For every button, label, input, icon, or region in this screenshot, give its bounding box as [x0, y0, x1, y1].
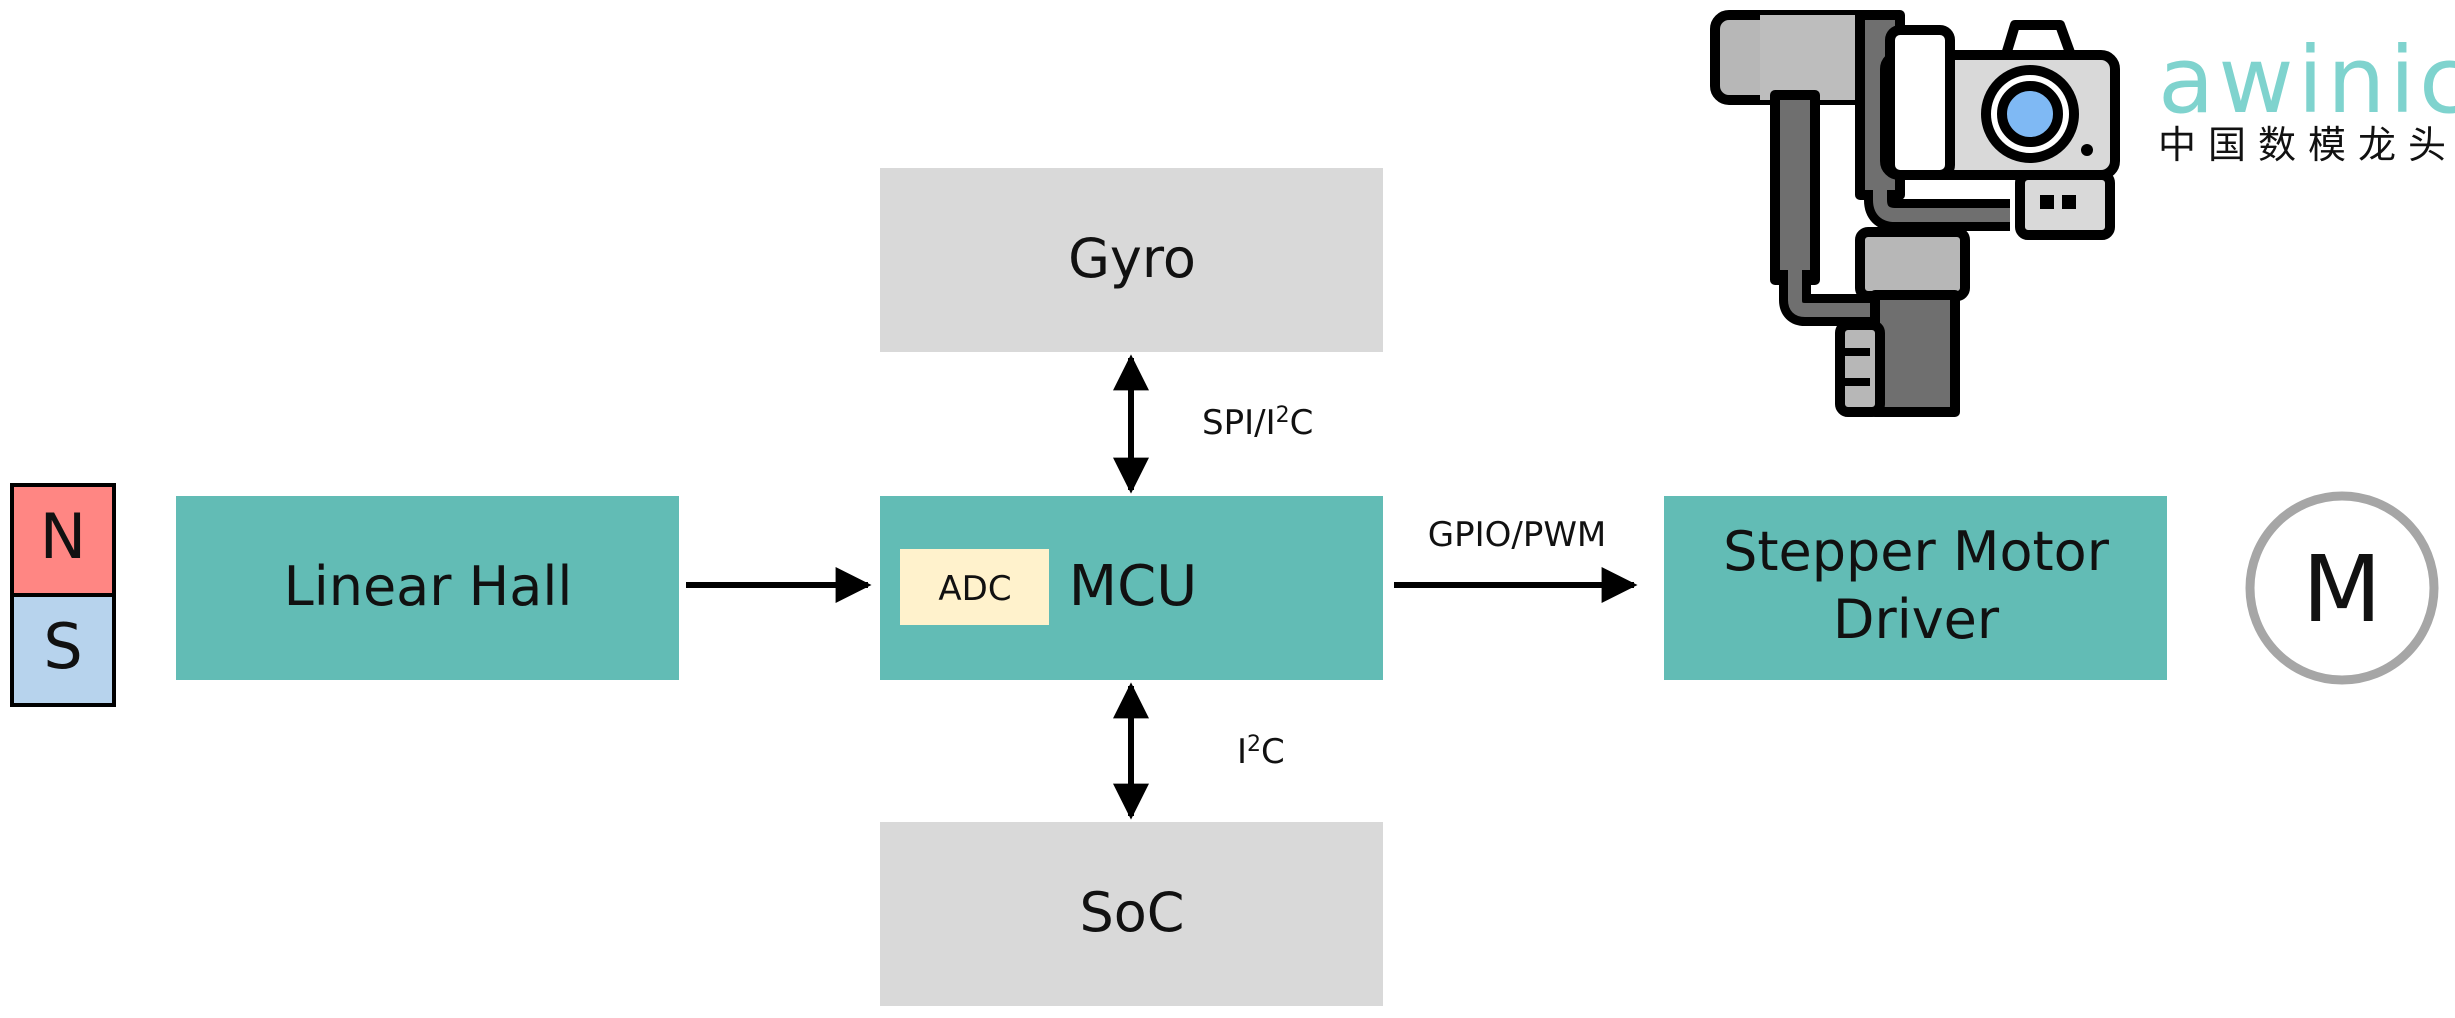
- gimbal-handle: [1870, 290, 1960, 417]
- camera-lens: [1997, 81, 2063, 147]
- motor-symbol: M: [2245, 491, 2439, 685]
- stepper-motor-driver-label-line1: Stepper Motor: [1723, 520, 2110, 583]
- label-gpio-pwm: GPIO/PWM: [1428, 515, 1607, 555]
- magnet-north-label: N: [40, 500, 86, 573]
- label-i2c-suffix: C: [1261, 732, 1285, 772]
- label-spi-i2c: SPI/I2C: [1202, 403, 1313, 443]
- camera-indicator: [2081, 144, 2093, 156]
- label-i2c: I2C: [1237, 732, 1285, 772]
- gyro-block: Gyro: [880, 168, 1383, 352]
- magnet-south-label: S: [43, 610, 82, 683]
- stepper-motor-driver-label-line2: Driver: [1833, 588, 2000, 651]
- logo-brand: awinic: [2158, 27, 2455, 134]
- motor-label: M: [2302, 536, 2381, 643]
- magnet-south-pole: [10, 593, 116, 707]
- label-spi-i2c-superscript: 2: [1276, 403, 1290, 428]
- motor-ring: [2245, 491, 2439, 685]
- gimbal-handle-buttons: [1835, 320, 1885, 417]
- logo-tagline: 中国数模龙头: [2158, 123, 2455, 167]
- soc-label: SoC: [1079, 881, 1184, 944]
- mcu-label: MCU: [1069, 554, 1197, 619]
- gimbal-vertical-arm: [1770, 90, 1820, 285]
- mcu-block: ADC MCU: [880, 496, 1383, 680]
- camera-grip: [1885, 25, 1955, 180]
- gyro-label: Gyro: [1068, 227, 1196, 290]
- label-i2c-prefix: I: [1237, 732, 1247, 772]
- label-i2c-superscript: 2: [1247, 732, 1261, 757]
- soc-box: [880, 822, 1383, 1006]
- gyro-box: [880, 168, 1383, 352]
- label-spi-i2c-prefix: SPI/I: [1202, 403, 1276, 443]
- soc-block: SoC: [880, 822, 1383, 1006]
- stepper-motor-driver-block: Stepper Motor Driver: [1664, 496, 2167, 680]
- gimbal-camera-icon: [1710, 10, 2120, 417]
- linear-hall-label: Linear Hall: [284, 555, 573, 618]
- magnet: N S: [10, 483, 116, 707]
- stepper-motor-driver-box: [1664, 496, 2167, 680]
- awinic-logo: awinic 中国数模龙头: [2158, 27, 2455, 167]
- gimbal-mount: [1855, 227, 1970, 301]
- linear-hall-block: Linear Hall: [176, 496, 679, 680]
- adc-box: [900, 549, 1049, 625]
- adc-label: ADC: [938, 569, 1011, 609]
- linear-hall-box: [176, 496, 679, 680]
- label-spi-i2c-suffix: C: [1290, 403, 1314, 443]
